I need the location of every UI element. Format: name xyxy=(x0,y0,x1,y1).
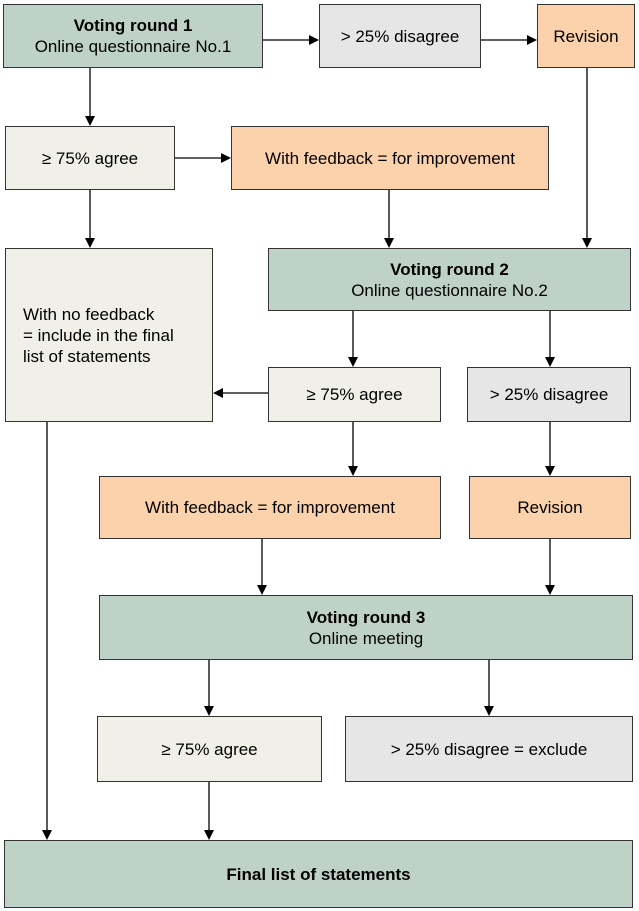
arrowhead-round3-to-agree3 xyxy=(204,706,214,716)
agree-label-round-1: ≥ 75% agree xyxy=(41,148,139,168)
voting-round-1-subtitle: Online questionnaire No.1 xyxy=(34,37,232,56)
arrowhead-round2-to-agree2 xyxy=(348,357,358,367)
voting-round-3-title: Voting round 3 xyxy=(306,607,426,627)
revision-box-round-1: Revision xyxy=(537,4,635,68)
feedback-label-round-2: With feedback = for improvement xyxy=(145,498,395,517)
final-list-label: Final list of statements xyxy=(226,864,411,884)
no-feedback-line-2: = include in the final xyxy=(23,325,174,345)
arrowhead-nofeedback-to-final xyxy=(42,830,52,840)
arrowhead-agree2-to-nofeedback xyxy=(213,388,223,398)
feedback-box-round-2: With feedback = for improvement xyxy=(99,476,441,539)
arrowhead-agree3-to-final xyxy=(204,830,214,840)
agree-box-round-2: ≥ 75% agree xyxy=(268,367,441,422)
no-feedback-line-3: list of statements xyxy=(23,346,151,366)
agree-label-round-3: ≥ 75% agree xyxy=(161,739,258,759)
voting-round-1-box: Voting round 1 Online questionnaire No.1 xyxy=(3,4,263,68)
arrowhead-disagree1-to-revision1 xyxy=(527,35,537,45)
arrowhead-round3-to-exclude xyxy=(484,706,494,716)
arrowhead-round1-to-disagree1 xyxy=(309,35,319,45)
no-feedback-box: With no feedback = include in the final … xyxy=(5,248,213,422)
arrowhead-revision1-to-round2 xyxy=(582,238,592,248)
voting-round-3-box: Voting round 3 Online meeting xyxy=(99,595,633,660)
voting-round-2-subtitle: Online questionnaire No.2 xyxy=(351,280,548,300)
arrowhead-agree2-to-feedback2 xyxy=(348,466,358,476)
revision-label-round-2: Revision xyxy=(517,498,583,517)
agree-box-round-3: ≥ 75% agree xyxy=(97,716,322,782)
arrowhead-agree1-to-nofeedback xyxy=(85,238,95,248)
voting-round-2-title: Voting round 2 xyxy=(390,259,509,279)
agree-box-round-1: ≥ 75% agree xyxy=(5,126,175,190)
arrowhead-round2-to-disagree2 xyxy=(545,357,555,367)
arrowhead-feedback1-to-round2 xyxy=(384,238,394,248)
exclude-box: > 25% disagree = exclude xyxy=(345,716,633,782)
arrowhead-agree1-to-feedback1 xyxy=(221,153,231,163)
disagree-label-round-2: > 25% disagree xyxy=(489,385,609,404)
arrowhead-round1-to-agree1 xyxy=(85,116,95,126)
no-feedback-line-1: With no feedback xyxy=(23,304,155,324)
disagree-label-round-1: > 25% disagree xyxy=(340,26,460,46)
arrowhead-feedback2-to-round3 xyxy=(257,585,267,595)
voting-round-3-subtitle: Online meeting xyxy=(308,628,424,648)
feedback-label-round-1: With feedback = for improvement xyxy=(265,148,515,168)
agree-label-round-2: ≥ 75% agree xyxy=(306,385,403,404)
voting-round-2-box: Voting round 2 Online questionnaire No.2 xyxy=(268,248,631,311)
disagree-box-round-1: > 25% disagree xyxy=(319,4,481,68)
disagree-box-round-2: > 25% disagree xyxy=(467,367,631,422)
arrowhead-disagree2-to-revision2 xyxy=(545,466,555,476)
exclude-label: > 25% disagree = exclude xyxy=(390,739,588,759)
feedback-box-round-1: With feedback = for improvement xyxy=(231,126,549,190)
revision-box-round-2: Revision xyxy=(469,476,631,539)
voting-round-1-title: Voting round 1 xyxy=(73,16,193,35)
arrowhead-revision2-to-round3 xyxy=(545,585,555,595)
revision-label-round-1: Revision xyxy=(553,26,619,46)
final-list-box: Final list of statements xyxy=(4,840,633,908)
